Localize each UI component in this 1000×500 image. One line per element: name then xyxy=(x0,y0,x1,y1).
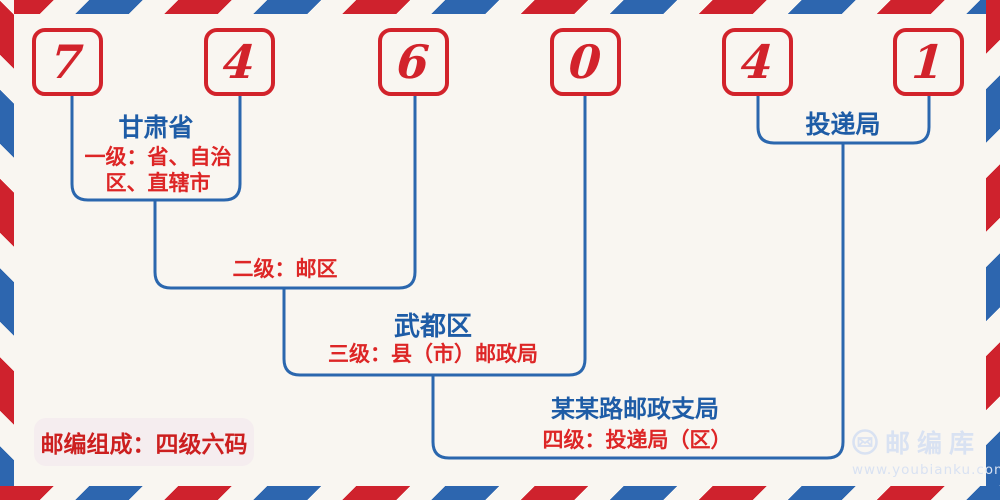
digit-6: 1 xyxy=(910,35,947,89)
level2-desc: 二级：邮区 xyxy=(232,257,338,281)
level4-name: 某某路邮政支局 xyxy=(551,394,719,423)
digit-box-5: 4 xyxy=(722,28,793,96)
level4-desc: 四级：投递局（区） xyxy=(542,428,732,452)
level3-name: 武都区 xyxy=(393,312,473,342)
delivery-office-label: 投递局 xyxy=(805,110,881,139)
level3-desc: 三级：县（市）邮政局 xyxy=(328,342,538,366)
youbianku-watermark: 邮编库 www.youbianku.com xyxy=(852,424,1000,478)
watermark-brand: 邮编库 xyxy=(885,429,982,458)
envelope-icon xyxy=(852,429,878,455)
digit-3: 6 xyxy=(395,35,432,89)
composition-badge-text: 邮编组成：四级六码 xyxy=(40,431,248,458)
digit-box-3: 6 xyxy=(378,28,449,96)
bracket-level4 xyxy=(431,143,845,460)
airmail-border-bottom xyxy=(0,486,1000,500)
digit-box-1: 7 xyxy=(32,28,103,96)
digit-1: 7 xyxy=(49,35,86,89)
digit-box-6: 1 xyxy=(893,28,964,96)
digit-2: 4 xyxy=(221,35,258,89)
digit-4: 0 xyxy=(567,35,604,89)
watermark-url: www.youbianku.com xyxy=(852,462,1000,478)
digit-box-4: 0 xyxy=(550,28,621,96)
bracket-delivery xyxy=(756,96,931,145)
digit-5: 4 xyxy=(739,35,776,89)
airmail-border-top xyxy=(0,0,1000,14)
airmail-border-right xyxy=(986,0,1000,500)
digit-box-2: 4 xyxy=(204,28,275,96)
level1-name: 甘肃省 xyxy=(118,113,194,142)
airmail-border-left xyxy=(0,0,14,500)
level1-desc: 一级：省、自治区、直辖市 xyxy=(84,145,232,196)
composition-badge: 邮编组成：四级六码 xyxy=(34,418,254,466)
